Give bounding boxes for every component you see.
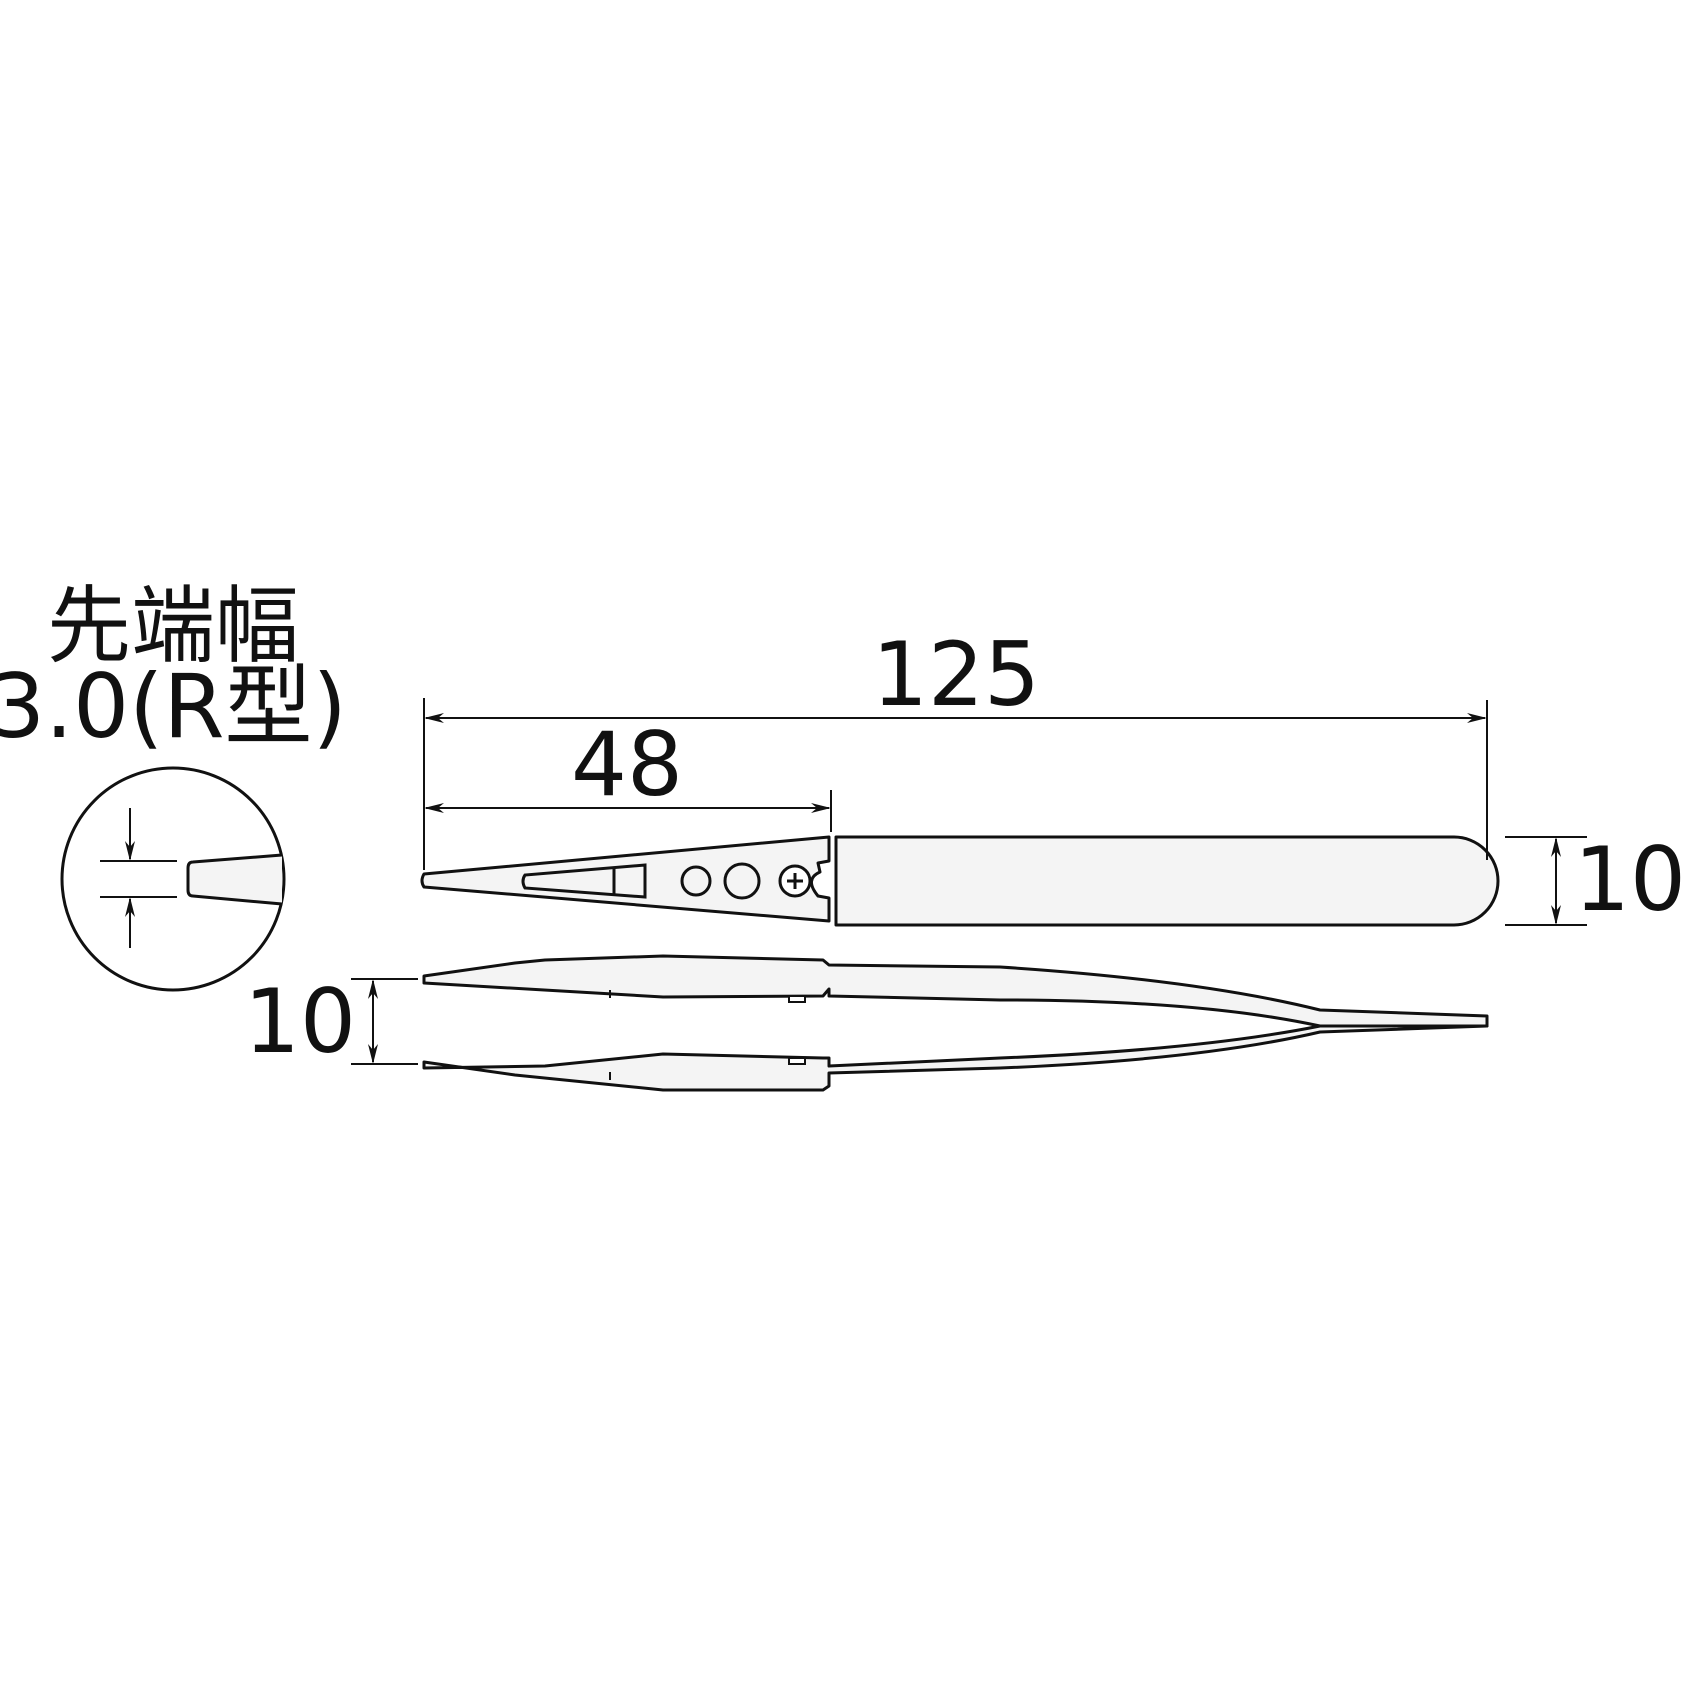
tip-detail-circle [60,766,286,992]
tweezers-side-view [422,954,1489,1092]
dim-handle-width: 10 [1574,828,1682,931]
dimension-lines: 125 48 10 10 [244,623,1682,1073]
hole-1 [680,865,712,897]
lower-arm [422,1024,1489,1092]
tip-section-top [420,835,831,923]
dim-tip-length: 48 [571,713,683,816]
tip-slot [521,863,647,899]
dim-open-span: 10 [244,970,356,1073]
hole-2 [723,862,761,900]
upper-arm [422,954,1489,1028]
tweezers-top-view [420,835,1500,927]
handle-top [834,835,1500,927]
tip-detail: 先端幅 3.0(R型) [0,577,347,992]
dim-overall-length: 125 [872,623,1040,726]
tip-detail-blade [186,853,283,906]
tip-detail-spec: 3.0(R型) [0,655,347,758]
tip-detail-heading: 先端幅 [47,577,299,675]
